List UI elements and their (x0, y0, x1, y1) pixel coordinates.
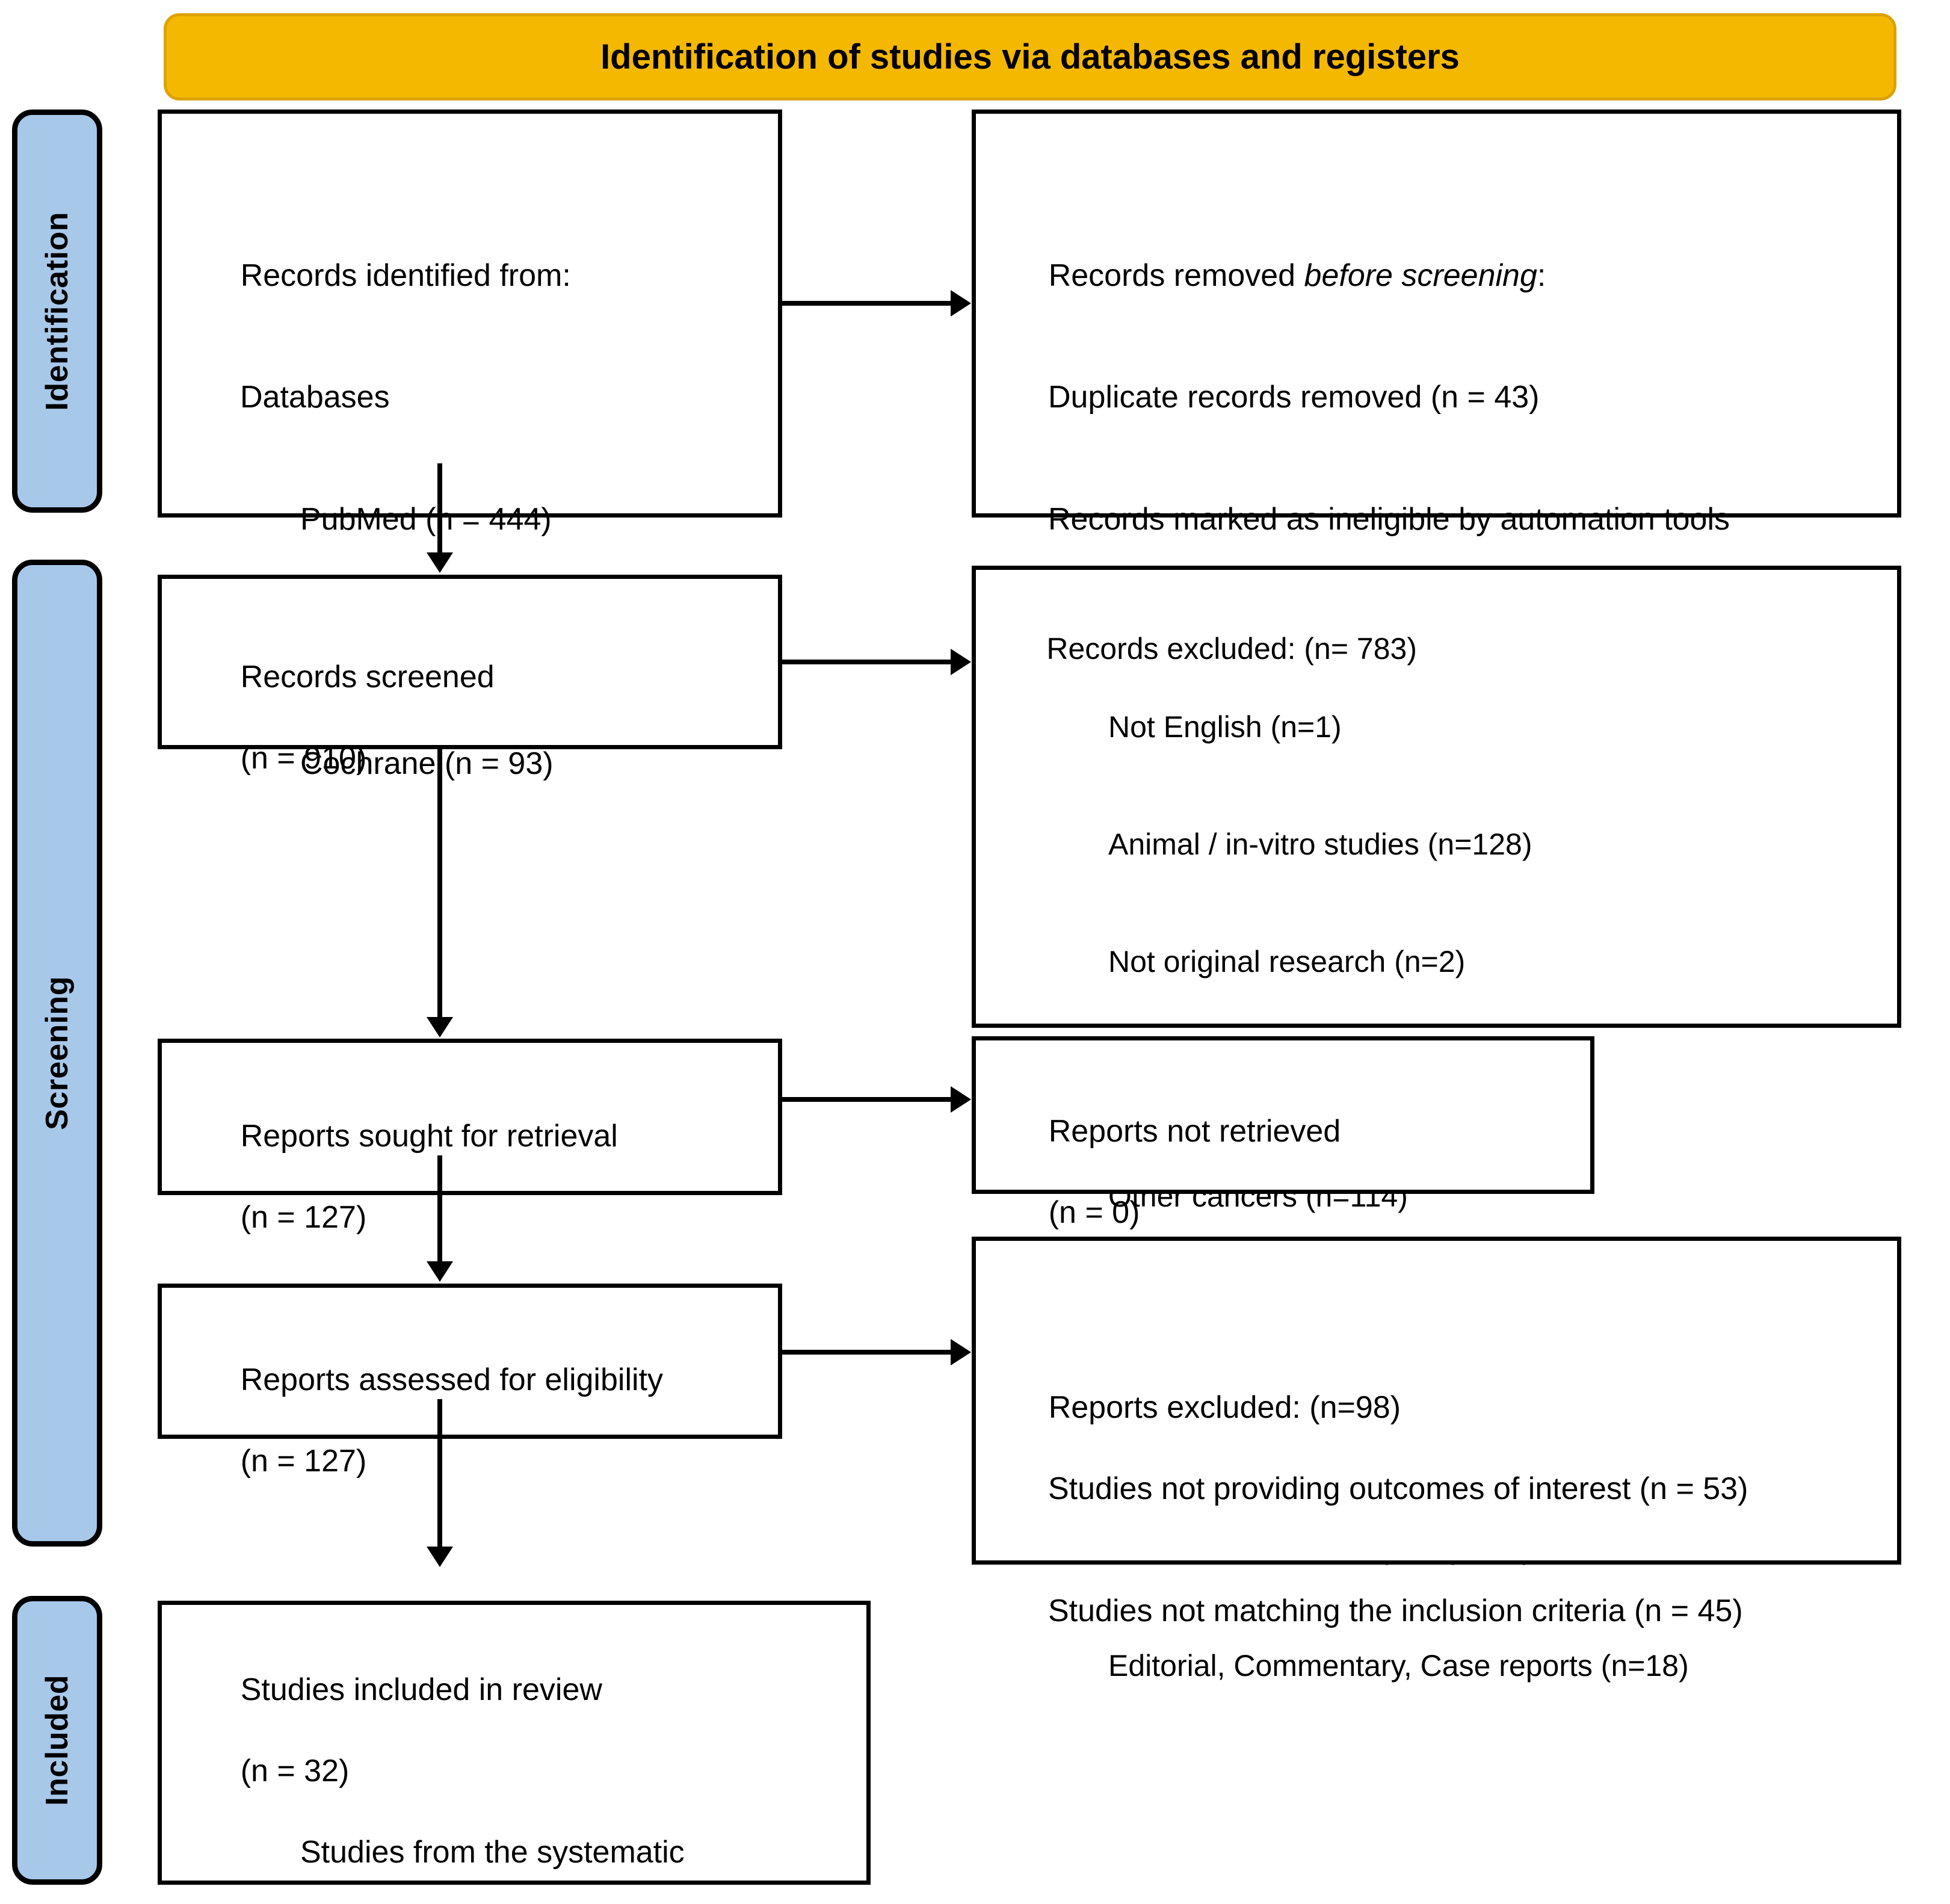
records-excluded-title: Records excluded: (n= 783) (1046, 632, 1417, 666)
records-removed-heading-a: Records removed (1048, 258, 1304, 293)
connector-sought-to-not-retrieved (782, 1097, 953, 1102)
box-reports-assessed-for-eligibility: Reports assessed for eligibility (n = 12… (158, 1284, 782, 1479)
records-removed-duplicates: Duplicate records removed (n = 43) (1048, 380, 1540, 415)
records-removed-heading: Records removed before screening: (1049, 258, 1546, 293)
records-removed-automation: Records marked as ineligible by automati… (1048, 502, 1730, 537)
phase-label-included-text: Included (40, 1675, 75, 1806)
box-records-identified: Records identified from: Databases PubMe… (158, 110, 782, 781)
box-studies-included-in-review: Studies included in review (n = 32) Stud… (158, 1601, 871, 1885)
phase-label-identification: Identification (12, 110, 102, 513)
records-screened-line1: Records screened (240, 659, 495, 694)
arrowhead-assessed-to-reports-excluded (951, 1339, 971, 1365)
connector-screened-to-sought (437, 749, 442, 1020)
reports-not-retrieved-line1: Reports not retrieved (1048, 1113, 1341, 1149)
diagram-header-banner: Identification of studies via databases … (164, 13, 1896, 100)
box-records-excluded: Records excluded: (n= 783) Not English (… (972, 566, 1901, 1683)
reports-sought-line1: Reports sought for retrieval (240, 1118, 618, 1154)
reports-excluded-reason: Studies not matching the inclusion crite… (1048, 1593, 1743, 1628)
diagram-header-title: Identification of studies via databases … (600, 37, 1460, 76)
reports-assessed-line1: Reports assessed for eligibility (240, 1362, 663, 1397)
records-removed-heading-c: : (1537, 258, 1546, 293)
phase-label-identification-text: Identification (40, 211, 75, 411)
records-identified-line2: Databases (240, 380, 390, 415)
records-screened-line2: (n = 910) (240, 740, 367, 776)
phase-label-screening: Screening (12, 560, 102, 1547)
arrowhead-sought-to-not-retrieved (951, 1086, 971, 1113)
studies-included-systematic-1: Studies from the systematic (300, 1834, 685, 1870)
records-excluded-reason: Animal / in-vitro studies (n=128) (1108, 827, 1532, 861)
connector-assessed-to-included (437, 1399, 442, 1550)
records-excluded-reason: Editorial, Commentary, Case reports (n=1… (1108, 1649, 1689, 1683)
records-excluded-reason: Not English (n=1) (1108, 710, 1342, 744)
reports-not-retrieved-line2: (n = 0) (1048, 1195, 1140, 1230)
studies-included-line1: Studies included in review (240, 1672, 602, 1707)
connector-identified-to-removed (782, 301, 953, 306)
box-records-screened: Records screened (n = 910) (158, 575, 782, 776)
records-removed-heading-em: before screening (1304, 258, 1537, 293)
records-identified-pubmed: PubMed (n = 444) (300, 502, 552, 537)
phase-label-screening-text: Screening (40, 976, 75, 1130)
records-identified-line1: Records identified from: (240, 258, 571, 293)
box-reports-sought-for-retrieval: Reports sought for retrieval (n = 127) (158, 1039, 782, 1235)
reports-assessed-line2: (n = 127) (240, 1443, 367, 1479)
arrowhead-identified-to-screened (427, 552, 453, 573)
reports-excluded-title: Reports excluded: (n=98) (1048, 1389, 1401, 1425)
box-reports-not-retrieved: Reports not retrieved (n = 0) (972, 1036, 1594, 1230)
connector-screened-to-excluded (782, 660, 953, 664)
arrowhead-identified-to-removed (951, 290, 971, 317)
phase-label-included: Included (12, 1596, 102, 1885)
records-excluded-reason: Not original research (n=2) (1108, 945, 1466, 978)
reports-sought-line2: (n = 127) (240, 1199, 367, 1235)
box-reports-excluded: Reports excluded: (n=98) Studies not pro… (972, 1237, 1901, 1628)
arrowhead-assessed-to-included (427, 1547, 453, 1567)
studies-included-line2: (n = 32) (240, 1753, 350, 1788)
records-identified-cochrane: Cochrane (n = 93) (300, 746, 554, 781)
box-records-removed-before-screening: Records removed before screening: Duplic… (972, 110, 1901, 618)
connector-identified-to-screened (437, 463, 442, 555)
arrowhead-screened-to-sought (427, 1017, 453, 1037)
reports-excluded-reason: Studies not providing outcomes of intere… (1048, 1471, 1748, 1506)
connector-sought-to-assessed (437, 1155, 442, 1264)
arrowhead-screened-to-excluded (951, 649, 971, 675)
connector-assessed-to-reports-excluded (782, 1350, 953, 1355)
arrowhead-sought-to-assessed (427, 1261, 453, 1282)
